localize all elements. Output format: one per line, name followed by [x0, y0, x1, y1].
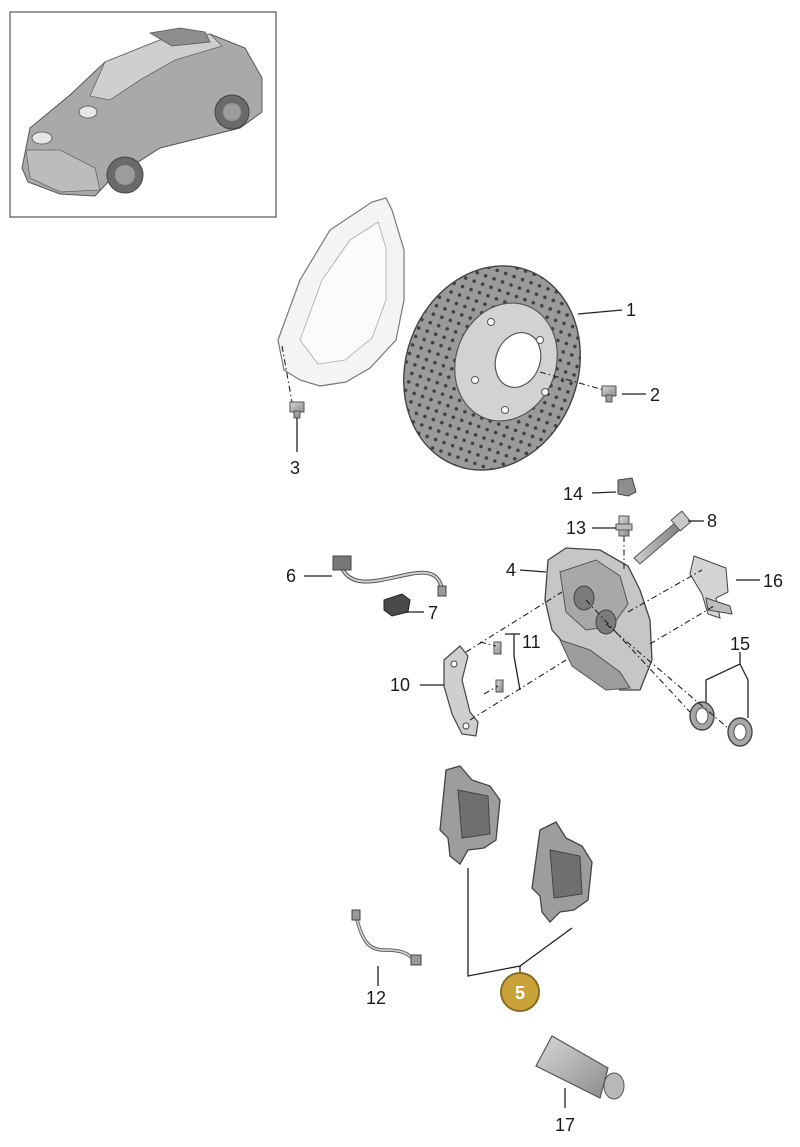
- callout-2[interactable]: 2: [650, 385, 660, 405]
- small-screws-part[interactable]: [493, 641, 504, 693]
- callout-12[interactable]: 12: [366, 988, 386, 1008]
- selected-badge: [500, 972, 540, 1012]
- clip-part[interactable]: [383, 593, 411, 617]
- caliper-bolt-part[interactable]: [633, 510, 692, 565]
- brake-disc-part[interactable]: [376, 241, 609, 495]
- callout-13[interactable]: 13: [566, 518, 586, 538]
- callout-14[interactable]: 14: [563, 484, 583, 504]
- callout-15[interactable]: 15: [730, 634, 750, 654]
- callout-3[interactable]: 3: [290, 458, 300, 478]
- part-callouts: 1 2 3 4 6 7 8 10 11 12 13 14 15 16 17 5: [286, 300, 783, 1135]
- callout-1[interactable]: 1: [626, 300, 636, 320]
- piston-seals-part[interactable]: [689, 701, 753, 747]
- callout-17[interactable]: 17: [555, 1115, 575, 1135]
- pad-retainer-spring-part[interactable]: [689, 555, 733, 619]
- dust-shield-part[interactable]: [277, 197, 405, 387]
- car-thumbnail-icon: [21, 27, 263, 197]
- brake-pads-part[interactable]: [439, 765, 593, 923]
- shield-screw-part[interactable]: [289, 401, 305, 419]
- bracket-part[interactable]: [443, 645, 479, 737]
- callout-4[interactable]: 4: [506, 560, 516, 580]
- bleeder-screw-part[interactable]: [615, 515, 633, 537]
- callout-7[interactable]: 7: [428, 603, 438, 623]
- callout-10[interactable]: 10: [390, 675, 410, 695]
- callout-6[interactable]: 6: [286, 566, 296, 586]
- paste-tube-part[interactable]: [535, 1035, 625, 1100]
- disc-screw-part[interactable]: [601, 385, 617, 403]
- callout-16[interactable]: 16: [763, 571, 783, 591]
- callout-8[interactable]: 8: [707, 511, 717, 531]
- wear-sensor-part[interactable]: [351, 909, 422, 966]
- callout-5-selected[interactable]: 5: [500, 972, 540, 1012]
- bleeder-cap-part[interactable]: [617, 477, 637, 497]
- brake-caliper-part[interactable]: [544, 547, 653, 691]
- car-thumbnail[interactable]: [9, 11, 277, 218]
- callout-11[interactable]: 11: [522, 632, 541, 652]
- wear-sensor-cable-part[interactable]: [332, 555, 447, 597]
- leader-lines: [281, 309, 760, 1108]
- callout-5: 5: [515, 983, 525, 1003]
